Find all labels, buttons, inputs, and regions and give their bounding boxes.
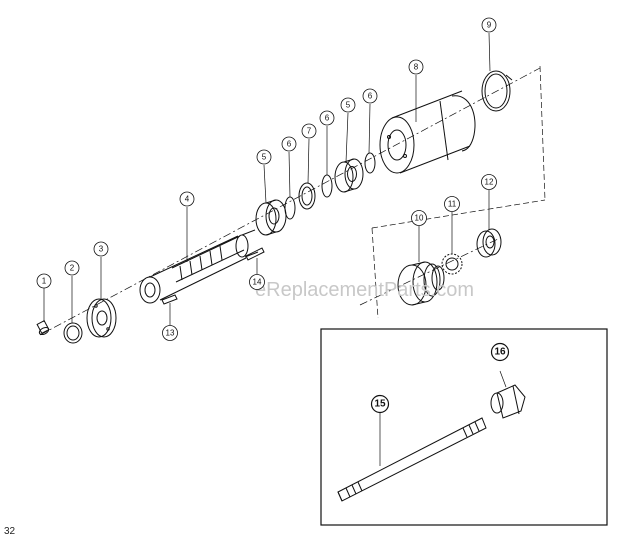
part-11-lock-washer — [441, 253, 463, 275]
svg-text:14: 14 — [253, 278, 262, 287]
part-14-key — [245, 247, 265, 261]
part-15-arbor — [337, 413, 487, 502]
callout-2: 2 — [64, 260, 80, 276]
callout-6-right: 6 — [362, 88, 378, 104]
svg-text:5: 5 — [262, 153, 267, 162]
svg-text:10: 10 — [415, 214, 424, 223]
part-6-clip-left — [284, 196, 296, 220]
svg-text:8: 8 — [414, 63, 419, 72]
callout-13: 13 — [162, 325, 178, 341]
assembly-axis-lower — [359, 237, 501, 306]
callout-6-left: 6 — [281, 136, 297, 152]
part-5-bearing-left — [255, 199, 287, 236]
part-12-nut — [476, 228, 502, 258]
callout-4: 4 — [179, 191, 195, 207]
part-10-cap — [397, 261, 445, 306]
callout-9: 9 — [481, 17, 497, 33]
part-2-ring — [63, 322, 83, 344]
page-number: 32 — [4, 526, 16, 537]
part-1-screw — [36, 320, 50, 336]
callout-15: 15 — [370, 394, 390, 414]
svg-text:3: 3 — [99, 245, 104, 254]
watermark: eReplacementParts.com — [255, 279, 474, 301]
svg-text:4: 4 — [185, 195, 190, 204]
part-7-spacer — [298, 182, 316, 210]
part-16-nut — [490, 370, 526, 419]
svg-text:15: 15 — [374, 399, 386, 410]
callout-10: 10 — [411, 210, 427, 226]
leader-lines — [43, 32, 491, 325]
callout-5-right: 5 — [340, 97, 356, 113]
group-boundary-right — [539, 65, 546, 201]
callout-8: 8 — [408, 59, 424, 75]
svg-text:12: 12 — [485, 178, 494, 187]
part-9-snap-ring — [481, 70, 513, 112]
svg-text:6: 6 — [368, 92, 373, 101]
callout-11: 11 — [444, 196, 460, 212]
svg-text:7: 7 — [307, 127, 312, 136]
part-3-flange — [86, 298, 117, 338]
callouts: 1 2 3 4 5 6 7 6 5 6 8 9 10 11 12 13 14 1… — [36, 17, 510, 414]
callout-7: 7 — [301, 123, 317, 139]
svg-text:1: 1 — [42, 277, 47, 286]
part-5-bearing-right — [334, 158, 364, 193]
group-boundary-left — [371, 227, 379, 319]
callout-16: 16 — [490, 342, 510, 362]
assembly-axis-main — [39, 67, 541, 336]
svg-text:6: 6 — [287, 140, 292, 149]
svg-text:9: 9 — [487, 21, 492, 30]
callout-1: 1 — [36, 273, 52, 289]
callout-3: 3 — [93, 241, 109, 257]
svg-text:11: 11 — [448, 200, 457, 209]
callout-12: 12 — [481, 174, 497, 190]
part-8-housing — [379, 90, 476, 174]
callout-6-middle: 6 — [319, 110, 335, 126]
group-boundary-line — [371, 199, 546, 229]
part-6-clip-right — [364, 152, 376, 174]
svg-text:5: 5 — [346, 101, 351, 110]
svg-text:2: 2 — [70, 264, 75, 273]
part-4-shaft — [139, 229, 259, 304]
callout-5-left: 5 — [256, 149, 272, 165]
callout-14: 14 — [249, 274, 265, 290]
part-6-clip-middle — [321, 174, 333, 198]
inset-box — [320, 328, 608, 526]
svg-text:16: 16 — [494, 347, 506, 358]
svg-text:6: 6 — [325, 114, 330, 123]
part-13-pin — [161, 294, 178, 305]
svg-text:13: 13 — [166, 329, 175, 338]
